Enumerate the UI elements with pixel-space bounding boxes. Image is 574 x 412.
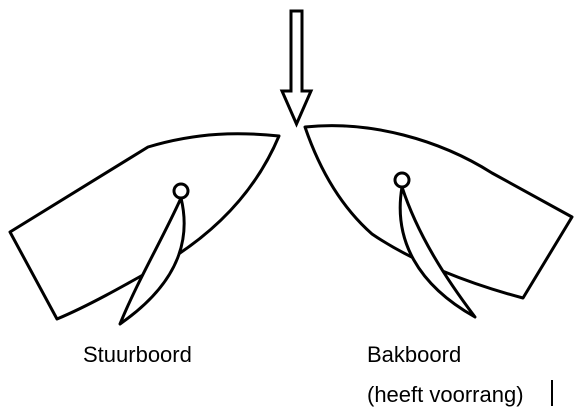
port-mast	[393, 171, 411, 189]
text-cursor	[551, 380, 553, 406]
port-sail	[398, 185, 477, 319]
starboard-mast	[172, 182, 190, 200]
starboard-boat	[8, 132, 281, 326]
starboard-sail	[118, 196, 186, 326]
starboard-label: Stuurboord	[83, 342, 192, 367]
right-of-way-label: (heeft voorrang)	[367, 382, 524, 407]
port-label: Bakboord	[367, 342, 462, 367]
wind-arrow-icon	[279, 9, 314, 128]
port-hull	[303, 124, 574, 300]
port-boat	[303, 124, 574, 319]
starboard-hull	[8, 132, 281, 321]
